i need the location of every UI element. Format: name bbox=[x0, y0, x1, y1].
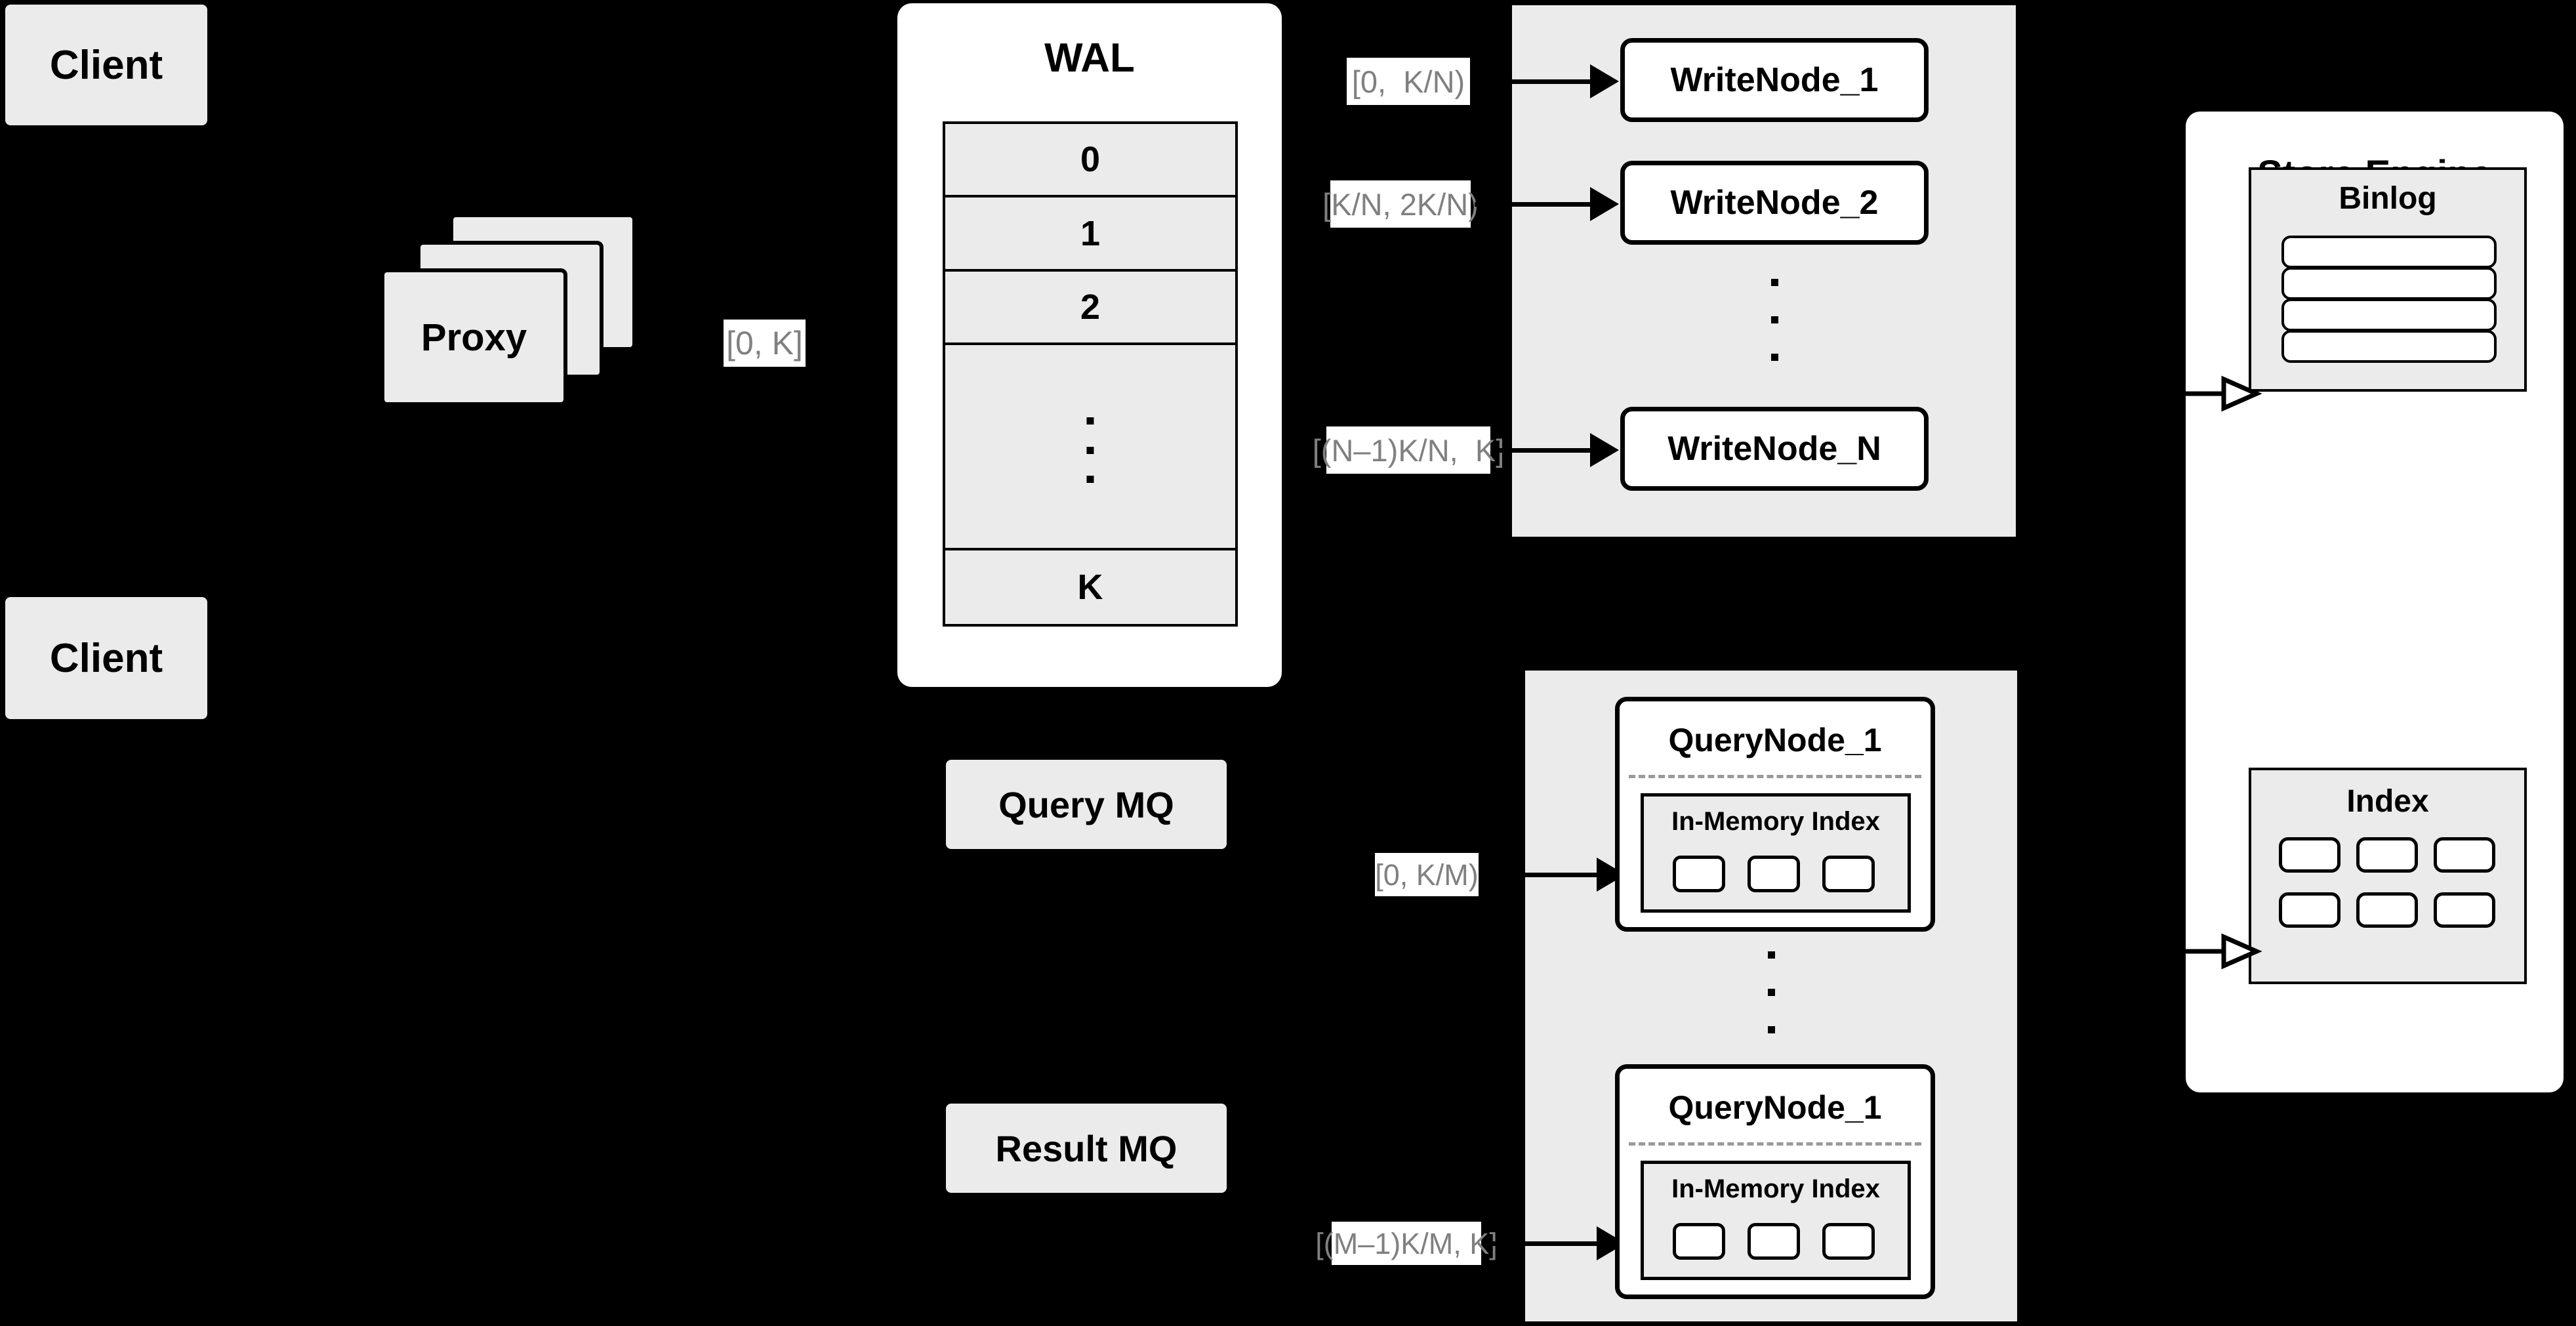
arrow-to-store-index bbox=[2186, 933, 2262, 970]
proxy-label: Proxy bbox=[420, 316, 527, 359]
binlog-row-1[interactable] bbox=[2281, 236, 2497, 268]
range-label-writenode-2: [K/N, 2K/N) bbox=[1322, 180, 1479, 228]
arrow-head-writenode-n bbox=[1590, 433, 1619, 467]
proxy-stack[interactable]: Proxy bbox=[380, 213, 669, 430]
query-cluster-vertical-ellipsis-icon bbox=[1767, 951, 1775, 1033]
binlog-row-3[interactable] bbox=[2281, 299, 2497, 331]
binlog-row-4[interactable] bbox=[2281, 330, 2497, 363]
proxy-card-front[interactable]: Proxy bbox=[380, 268, 567, 406]
write-node-n-label: WriteNode_N bbox=[1667, 430, 1881, 468]
store-engine-panel: Store Engine Binlog Index bbox=[2186, 112, 2564, 1092]
write-node-1[interactable]: WriteNode_1 bbox=[1620, 38, 1929, 122]
arrow-line-querynode-1 bbox=[1482, 873, 1599, 877]
arrow-to-binlog bbox=[2186, 375, 2262, 412]
query-node-1[interactable]: QueryNode_1 In-Memory Index bbox=[1615, 697, 1935, 932]
binlog-row-2[interactable] bbox=[2281, 267, 2497, 300]
query-node-2-inmemory-index[interactable]: In-Memory Index bbox=[1641, 1161, 1911, 1280]
write-node-n[interactable]: WriteNode_N bbox=[1620, 407, 1929, 491]
range-label-proxy-to-wal: [0, K] bbox=[724, 320, 806, 367]
store-index-cell-r2c2[interactable] bbox=[2356, 892, 2418, 928]
wal-panel: WAL 0 1 2 K bbox=[897, 3, 1282, 687]
binlog-box[interactable]: Binlog bbox=[2249, 167, 2527, 392]
arrow-line-writenode-1 bbox=[1475, 79, 1593, 84]
query-node-1-inmemory-index[interactable]: In-Memory Index bbox=[1641, 793, 1911, 913]
range-label-querynode-1: [0, K/M) bbox=[1375, 853, 1479, 896]
store-index-title: Index bbox=[2346, 784, 2429, 819]
arrow-head-writenode-1 bbox=[1590, 64, 1619, 98]
range-label-writenode-1: [0, K/N) bbox=[1347, 58, 1470, 105]
range-label-querynode-m: [(M–1)K/M, K] bbox=[1315, 1222, 1498, 1265]
wal-row-2[interactable]: 2 bbox=[945, 272, 1235, 346]
wal-vertical-ellipsis-icon bbox=[1086, 417, 1094, 484]
store-index-cell-r1c3[interactable] bbox=[2434, 837, 2495, 873]
arrow-line-writenode-2 bbox=[1475, 202, 1593, 207]
query-node-1-inmemory-index-title: In-Memory Index bbox=[1671, 807, 1880, 836]
query-mq-label: Query MQ bbox=[998, 783, 1174, 825]
store-index-cell-r2c3[interactable] bbox=[2434, 892, 2495, 928]
binlog-title: Binlog bbox=[2339, 181, 2437, 216]
client-label-1: Client bbox=[49, 42, 163, 88]
query-node-2-divider bbox=[1629, 1142, 1921, 1146]
query-node-2-index-cell-1[interactable] bbox=[1673, 1223, 1725, 1260]
query-node-2-inmemory-index-title: In-Memory Index bbox=[1671, 1174, 1880, 1203]
write-node-2[interactable]: WriteNode_2 bbox=[1620, 161, 1929, 245]
client-box-1[interactable]: Client bbox=[5, 5, 207, 125]
wal-row-ellipsis bbox=[945, 345, 1235, 550]
query-node-1-title: QueryNode_1 bbox=[1668, 722, 1882, 758]
store-index-cell-r1c1[interactable] bbox=[2279, 837, 2341, 873]
write-cluster-vertical-ellipsis-icon bbox=[1770, 279, 1778, 361]
wal-row-1[interactable]: 1 bbox=[945, 197, 1235, 272]
query-node-1-divider bbox=[1629, 775, 1921, 778]
client-label-2: Client bbox=[49, 635, 163, 681]
arrow-head-writenode-2 bbox=[1590, 187, 1619, 221]
arrow-line-querynode-m bbox=[1484, 1241, 1599, 1246]
query-node-1-index-cell-3[interactable] bbox=[1822, 856, 1875, 892]
wal-title: WAL bbox=[1044, 35, 1135, 81]
write-node-1-label: WriteNode_1 bbox=[1670, 61, 1879, 99]
query-node-1-index-cell-2[interactable] bbox=[1748, 856, 1800, 892]
query-node-2-index-cell-3[interactable] bbox=[1822, 1223, 1875, 1260]
query-mq-box[interactable]: Query MQ bbox=[946, 760, 1227, 849]
query-node-1-index-cell-1[interactable] bbox=[1673, 856, 1725, 892]
query-node-2[interactable]: QueryNode_1 In-Memory Index bbox=[1615, 1064, 1935, 1299]
wal-row-0[interactable]: 0 bbox=[945, 124, 1235, 198]
client-box-2[interactable]: Client bbox=[5, 597, 207, 719]
query-node-2-index-cell-2[interactable] bbox=[1748, 1223, 1800, 1260]
write-node-2-label: WriteNode_2 bbox=[1670, 184, 1879, 222]
wal-table: 0 1 2 K bbox=[943, 121, 1238, 627]
result-mq-label: Result MQ bbox=[995, 1127, 1177, 1169]
store-index-box[interactable]: Index bbox=[2249, 768, 2527, 984]
query-node-2-title: QueryNode_1 bbox=[1668, 1089, 1882, 1126]
result-mq-box[interactable]: Result MQ bbox=[946, 1104, 1227, 1193]
range-label-writenode-n: [(N–1)K/N, K] bbox=[1313, 426, 1504, 474]
wal-row-k[interactable]: K bbox=[1077, 567, 1103, 607]
store-index-cell-r1c2[interactable] bbox=[2356, 837, 2418, 873]
arrow-line-writenode-n bbox=[1490, 448, 1593, 453]
store-index-cell-r2c1[interactable] bbox=[2279, 892, 2341, 928]
